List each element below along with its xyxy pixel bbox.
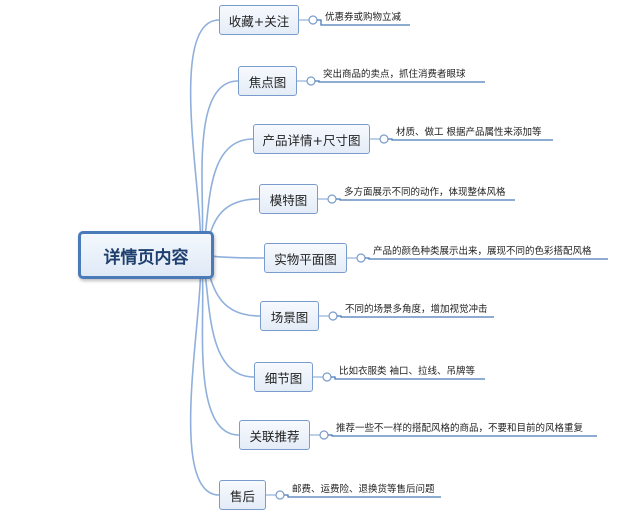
branch-note-product-detail-size: 材质、做工 根据产品属性来添加等 xyxy=(396,127,542,138)
collapse-circle-6 xyxy=(322,372,332,382)
branch-note-after-sales: 邮费、运费险、退换货等售后问题 xyxy=(292,484,435,495)
branch-note-scene-image: 不同的场景多角度，增加视觉冲击 xyxy=(345,304,488,315)
collapse-circle-7 xyxy=(319,430,329,440)
collapse-circle-1 xyxy=(306,76,316,86)
branch-node-detail-image[interactable]: 细节图 xyxy=(254,362,313,392)
connector-0 xyxy=(189,19,220,256)
branch-node-product-detail-size[interactable]: 产品详情+尺寸图 xyxy=(253,124,370,154)
collapse-circle-5 xyxy=(328,311,338,321)
collapse-circle-8 xyxy=(275,490,285,500)
note-underline-7 xyxy=(328,434,597,437)
branch-node-scene-image[interactable]: 场景图 xyxy=(260,301,319,331)
collapse-circle-0 xyxy=(308,15,318,25)
branch-note-detail-image: 比如衣服类 袖口、拉线、吊牌等 xyxy=(339,366,476,377)
branch-node-focus-image[interactable]: 焦点图 xyxy=(238,66,297,96)
branch-node-flat-lay[interactable]: 实物平面图 xyxy=(264,243,347,273)
branch-note-favorite-follow: 优惠券或购物立减 xyxy=(325,12,402,23)
note-underline-1 xyxy=(315,80,485,83)
branch-note-related-recommend: 推荐一些不一样的搭配风格的商品，不要和目前的风格重复 xyxy=(336,423,584,434)
note-underline-4 xyxy=(365,257,608,260)
note-underline-5 xyxy=(337,315,494,318)
branch-node-model-image[interactable]: 模特图 xyxy=(259,184,318,214)
branch-node-after-sales[interactable]: 售后 xyxy=(219,480,266,510)
collapse-circle-2 xyxy=(379,134,389,144)
branch-note-flat-lay: 产品的颜色种类展示出来，展现不同的色彩搭配风格 xyxy=(373,246,592,257)
branch-note-focus-image: 突出商品的卖点，抓住消费者眼球 xyxy=(323,69,466,80)
connector-7 xyxy=(195,254,240,436)
note-underline-6 xyxy=(331,376,485,380)
note-underline-2 xyxy=(388,138,553,141)
collapse-circle-3 xyxy=(327,194,337,204)
note-underline-0 xyxy=(317,19,410,26)
branch-note-model-image: 多方面展示不同的动作，体现整体风格 xyxy=(344,187,506,198)
root-node[interactable]: 详情页内容 xyxy=(78,231,214,279)
collapse-circle-4 xyxy=(356,253,366,263)
note-underline-3 xyxy=(336,198,515,201)
note-underline-8 xyxy=(284,494,441,498)
branch-node-favorite-follow[interactable]: 收藏+关注 xyxy=(219,5,299,35)
branch-node-related-recommend[interactable]: 关联推荐 xyxy=(239,420,310,450)
